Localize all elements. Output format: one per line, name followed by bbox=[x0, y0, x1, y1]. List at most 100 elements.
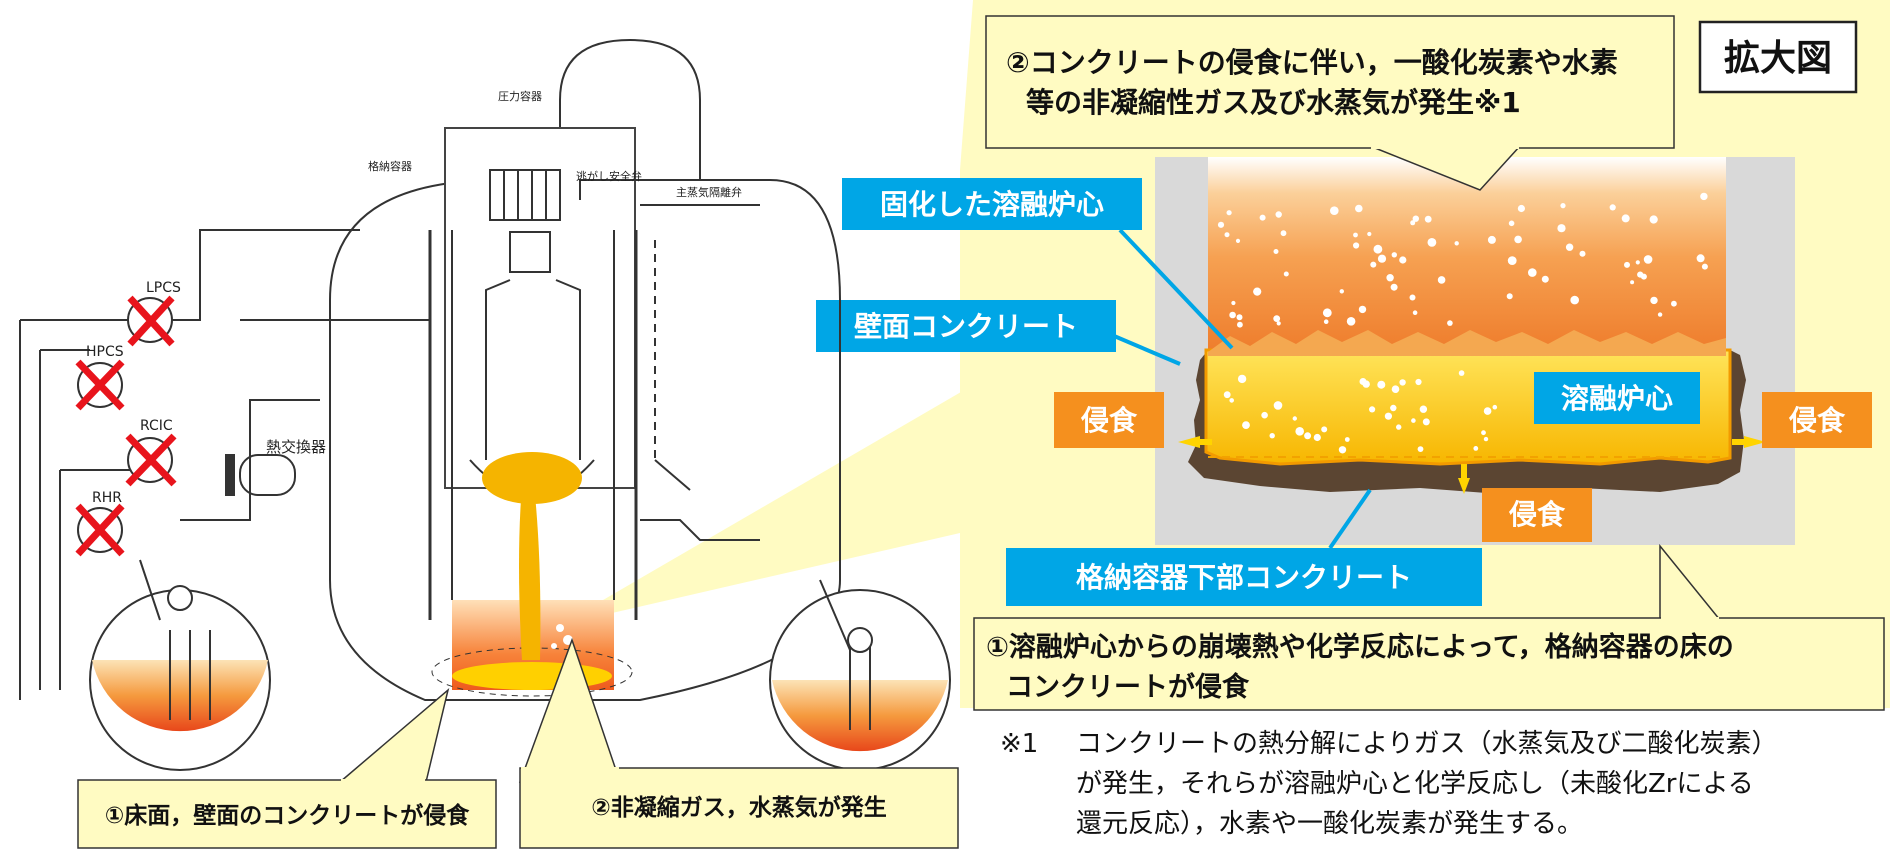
bubble bbox=[1424, 215, 1432, 223]
bubble bbox=[1237, 374, 1247, 384]
bubble bbox=[1304, 432, 1312, 440]
label-relief-valve: 逃がし安全弁 bbox=[576, 169, 642, 183]
bubble bbox=[1229, 398, 1234, 403]
label-solidified-core: 固化した溶融炉心 bbox=[880, 188, 1104, 221]
bubble bbox=[1399, 256, 1407, 264]
bubble bbox=[1410, 220, 1416, 226]
bubble bbox=[1447, 320, 1453, 326]
erosion-arrow-left bbox=[1178, 436, 1200, 448]
bubble bbox=[1483, 407, 1492, 415]
bubble bbox=[1273, 315, 1281, 322]
callout-gas-text: ②非凝縮ガス，水蒸気が発生 bbox=[591, 794, 886, 821]
cross-hpcs bbox=[75, 359, 125, 411]
bubble bbox=[1313, 433, 1321, 442]
footnote-line-2: が発生，それらが溶融炉心と化学反応し（未酸化Zrによる bbox=[1076, 769, 1754, 799]
bubble bbox=[1269, 433, 1275, 439]
bubble bbox=[1330, 206, 1339, 215]
bubble bbox=[1541, 275, 1549, 283]
pumps bbox=[75, 295, 177, 557]
bubble bbox=[1370, 261, 1377, 268]
label-rcic: RCIC bbox=[140, 418, 173, 434]
bubble bbox=[1391, 385, 1400, 394]
bubble bbox=[1570, 295, 1579, 305]
bubble bbox=[1369, 406, 1376, 413]
bubble bbox=[1273, 249, 1279, 254]
bubble bbox=[1528, 268, 1537, 277]
bubble bbox=[1422, 418, 1430, 426]
heat-exchanger bbox=[239, 454, 296, 496]
bubble bbox=[1224, 232, 1230, 238]
bubble bbox=[1295, 427, 1304, 436]
label-wall-concrete: 壁面コンクリート bbox=[854, 310, 1078, 343]
bubble bbox=[1560, 203, 1566, 209]
label-lower-concrete: 格納容器下部コンクリート bbox=[1076, 561, 1412, 594]
bubble bbox=[1367, 231, 1372, 237]
bubble bbox=[1390, 283, 1398, 291]
label-hpcs: HPCS bbox=[86, 344, 124, 360]
erosion-label-bottom: 侵食 bbox=[1508, 498, 1566, 531]
bubble bbox=[1514, 235, 1522, 244]
bubble bbox=[1508, 220, 1515, 227]
bubble bbox=[1621, 214, 1630, 223]
bubble bbox=[1454, 241, 1459, 246]
bubble bbox=[1696, 254, 1705, 263]
core-particles bbox=[1223, 370, 1498, 454]
erosion-arrow-down bbox=[1458, 478, 1470, 494]
suppression-pool-left-water bbox=[92, 660, 268, 732]
bubble bbox=[1701, 263, 1708, 270]
bubble bbox=[1630, 280, 1635, 285]
bubble bbox=[1355, 204, 1363, 213]
bubble bbox=[1322, 308, 1332, 318]
bubble bbox=[1399, 379, 1406, 386]
bubble bbox=[1377, 254, 1387, 263]
cross-lpcs bbox=[127, 295, 175, 347]
bubble bbox=[1649, 215, 1658, 224]
bubble bbox=[1643, 255, 1653, 264]
fuel-rack bbox=[489, 169, 561, 221]
bubble bbox=[1396, 424, 1402, 430]
bubble bbox=[1236, 314, 1243, 321]
bubble bbox=[1273, 401, 1283, 410]
bubble bbox=[1412, 310, 1418, 316]
bubble bbox=[1259, 214, 1266, 221]
erosion-arrow-left-shaft bbox=[1200, 439, 1212, 445]
label-wall-concrete-box bbox=[816, 300, 1116, 352]
bubble bbox=[1507, 256, 1517, 265]
bubble bbox=[1229, 311, 1236, 319]
bubble bbox=[1412, 215, 1420, 222]
bubble bbox=[1339, 289, 1345, 294]
label-solidified-core-box bbox=[842, 178, 1142, 230]
bubble bbox=[1384, 412, 1392, 420]
bubble bbox=[1487, 235, 1496, 244]
bubble bbox=[1231, 300, 1236, 306]
bubble bbox=[1358, 305, 1367, 314]
erosion-label-left-box bbox=[1054, 392, 1164, 448]
bubble bbox=[1242, 421, 1250, 429]
bubble bbox=[1437, 276, 1446, 284]
cross-rhr bbox=[75, 503, 125, 557]
label-molten-core: 溶融炉心 bbox=[1561, 382, 1673, 415]
bubble bbox=[1323, 319, 1329, 325]
reactor-schematic bbox=[19, 38, 841, 701]
bubble bbox=[1346, 317, 1356, 326]
callout-top-line2: 等の非凝縮性ガス及び水蒸気が発生※1 bbox=[1026, 86, 1521, 119]
bubble bbox=[1409, 294, 1416, 301]
enlarged-title-box bbox=[1698, 20, 1858, 94]
footnote-mark: ※1 bbox=[1000, 729, 1039, 759]
footnote: ※1 コンクリートの熱分解によりガス（水蒸気及び二酸化炭素） が発生，それらが溶… bbox=[1000, 724, 1880, 844]
callout-floor-box bbox=[77, 779, 497, 849]
bubble bbox=[1492, 404, 1498, 410]
leader-solidified bbox=[1118, 228, 1234, 350]
bubble bbox=[1671, 300, 1677, 307]
callout-top-box bbox=[985, 15, 1675, 149]
bubble bbox=[1253, 287, 1262, 296]
label-msiv: 主蒸気隔離弁 bbox=[676, 185, 742, 199]
bubble bbox=[1261, 411, 1268, 419]
suppression-pool-right-water bbox=[772, 680, 948, 752]
bubble bbox=[1353, 242, 1360, 249]
label-heat-exchanger: 熱交換器 bbox=[266, 438, 326, 456]
erosion-label-right: 侵食 bbox=[1788, 404, 1846, 437]
callout-gas-box bbox=[519, 767, 959, 849]
erosion-label-left: 侵食 bbox=[1080, 404, 1138, 437]
